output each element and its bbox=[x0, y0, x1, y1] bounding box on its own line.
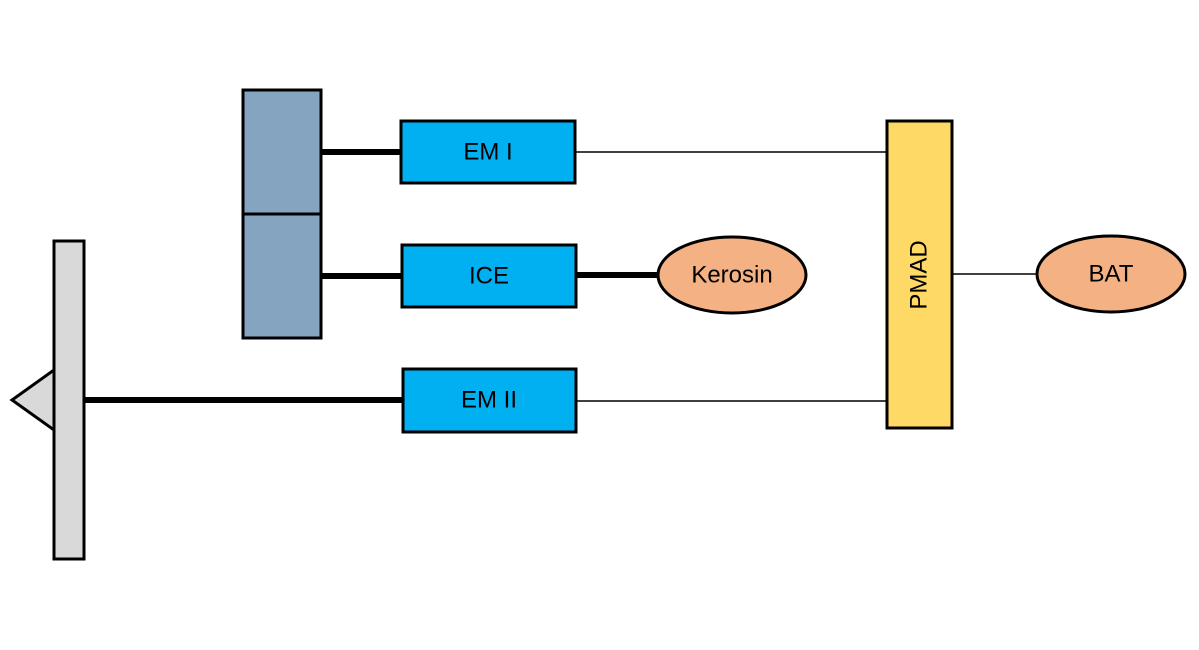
node-em1: EM I bbox=[399, 119, 577, 185]
propeller bbox=[9, 239, 86, 561]
gearbox-upper-block bbox=[241, 88, 323, 216]
node-bat: BAT bbox=[1035, 234, 1187, 314]
ice-label: ICE bbox=[469, 263, 509, 290]
bat-ellipse bbox=[1035, 234, 1187, 314]
node-em2: EM II bbox=[401, 367, 578, 434]
em2-box bbox=[401, 367, 578, 434]
ice-box bbox=[400, 243, 578, 309]
gearbox-lower-block bbox=[241, 212, 323, 340]
pmad-label: PMAD bbox=[906, 240, 933, 309]
bat-label: BAT bbox=[1089, 261, 1134, 288]
connections bbox=[84, 149, 1036, 403]
kerosin-ellipse bbox=[656, 235, 808, 315]
node-kerosin: Kerosin bbox=[656, 235, 808, 315]
kerosin-label: Kerosin bbox=[691, 262, 772, 289]
pmad-box bbox=[885, 119, 954, 430]
gearbox bbox=[241, 88, 323, 340]
node-pmad: PMAD bbox=[885, 119, 954, 430]
em1-box bbox=[399, 119, 577, 185]
em1-label: EM I bbox=[463, 139, 512, 166]
propeller-spinner bbox=[9, 367, 56, 433]
node-ice: ICE bbox=[400, 243, 578, 309]
em2-label: EM II bbox=[461, 387, 517, 414]
propeller-blade bbox=[52, 239, 86, 561]
